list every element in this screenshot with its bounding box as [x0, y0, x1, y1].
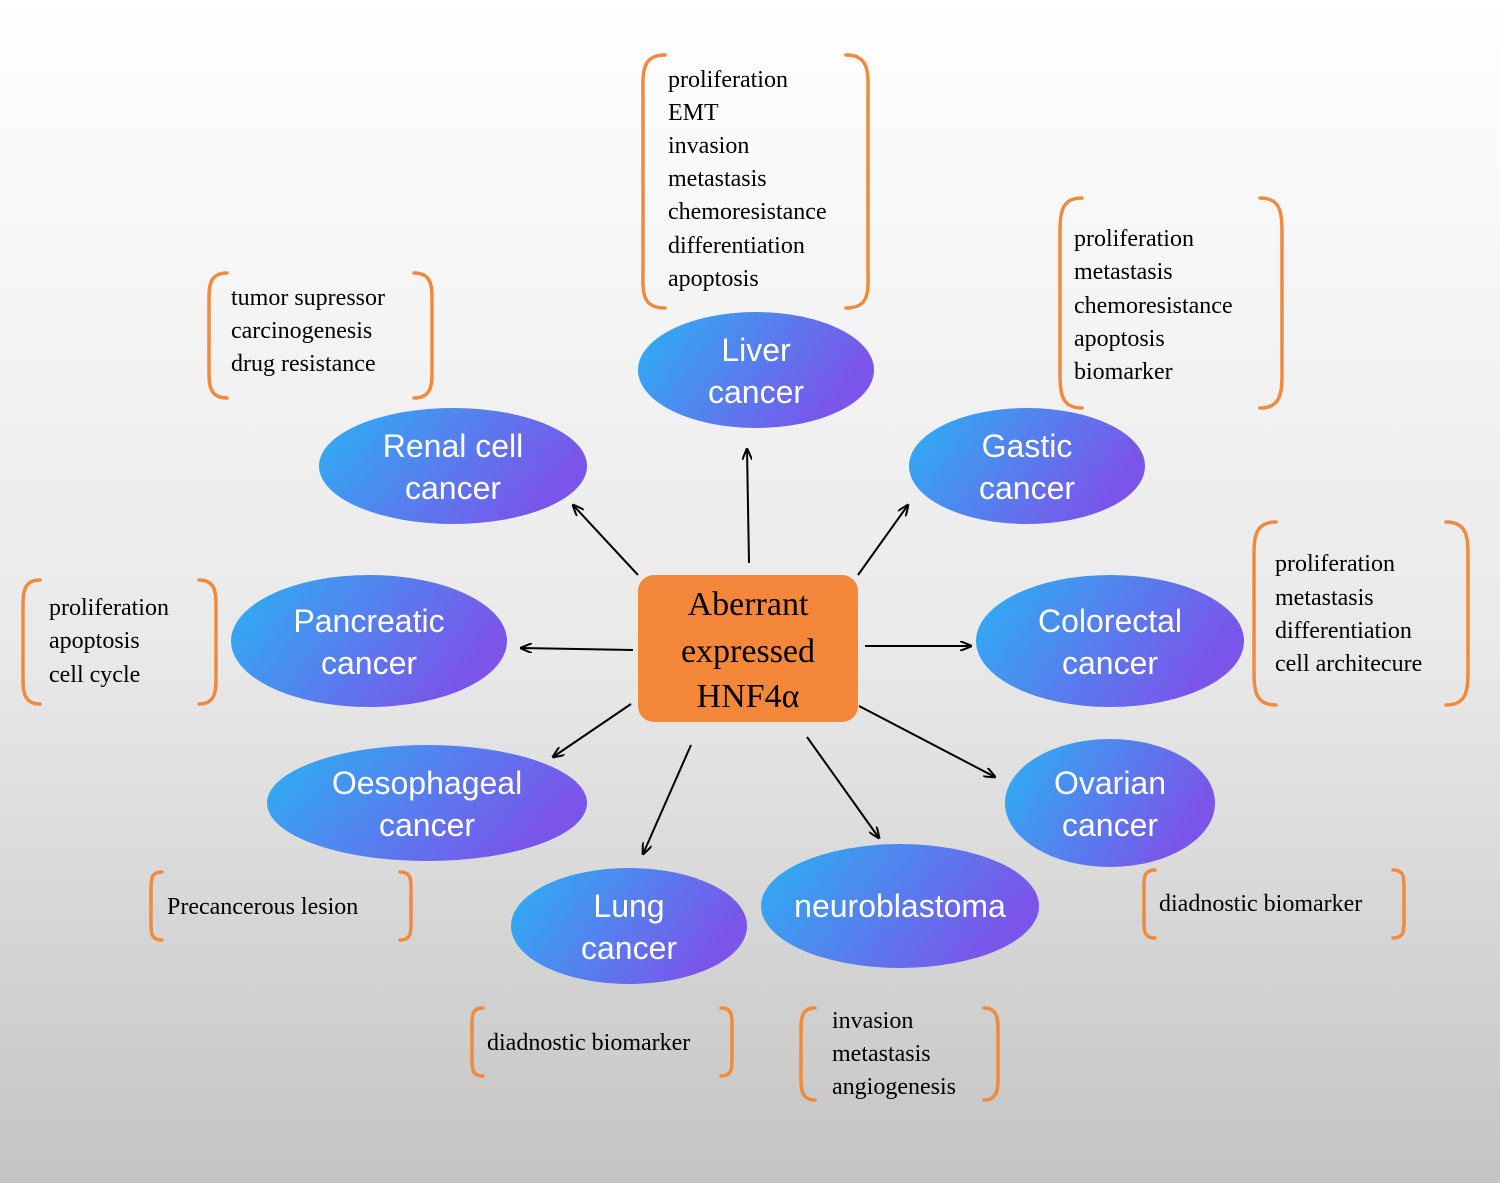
arrow-to-lung — [643, 744, 692, 854]
node-gastric-line-1: Gastic — [982, 428, 1073, 464]
box-renal-item-3: drug resistance — [231, 351, 376, 377]
box-colorectal-item-3: differentiation — [1275, 618, 1412, 644]
arrow-to-pancreatic — [521, 648, 634, 650]
node-liver: Liver cancer — [638, 312, 874, 428]
box-pancreatic-item-1: proliferation — [49, 595, 169, 621]
node-lung-line-1: Lung — [593, 888, 664, 924]
box-colorectal-item-2: metastasis — [1275, 585, 1374, 611]
node-ovarian-line-1: Ovarian — [1054, 765, 1166, 801]
box-gastric: proliferation metastasis chemoresistance… — [1058, 196, 1284, 410]
box-colorectal: proliferation metastasis differentiation… — [1252, 520, 1470, 707]
node-oesophageal-line-1: Oesophageal — [332, 765, 522, 801]
node-neuroblastoma: neuroblastoma — [761, 844, 1039, 968]
node-renal-line-1: Renal cell — [383, 428, 524, 464]
box-liver: proliferation EMT invasion metastasis ch… — [641, 53, 870, 310]
box-neuroblastoma: invasion metastasis angiogenesis — [799, 1006, 1000, 1102]
node-lung-line-2: cancer — [581, 930, 677, 966]
box-gastric-item-5: biomarker — [1074, 359, 1173, 385]
box-colorectal-item-1: proliferation — [1275, 551, 1395, 577]
box-liver-item-3: invasion — [668, 133, 749, 159]
center-line-2: expressed — [681, 633, 815, 670]
node-oesophageal-line-2: cancer — [379, 807, 475, 843]
node-ovarian: Ovarian cancer — [1005, 739, 1215, 867]
arrow-to-ovarian — [858, 705, 995, 777]
box-pancreatic-item-3: cell cycle — [49, 662, 140, 688]
node-pancreatic: Pancreatic cancer — [231, 575, 507, 707]
box-gastric-item-4: apoptosis — [1074, 326, 1165, 352]
arrow-to-renal — [573, 505, 639, 576]
node-renal: Renal cell cancer — [319, 408, 587, 524]
node-liver-line-1: Liver — [721, 332, 791, 368]
center-line-1: Aberrant — [688, 586, 809, 623]
box-renal: tumor supressor carcinogenesis drug resi… — [207, 271, 434, 400]
box-ovarian: diadnostic biomarker — [1142, 868, 1406, 940]
node-colorectal-line-1: Colorectal — [1038, 603, 1182, 639]
center-node: Aberrant expressed HNF4α — [638, 575, 858, 722]
node-colorectal-line-2: cancer — [1062, 645, 1158, 681]
node-ovarian-line-2: cancer — [1062, 807, 1158, 843]
box-liver-item-4: metastasis — [668, 166, 767, 192]
box-pancreatic: proliferation apoptosis cell cycle — [21, 578, 218, 706]
node-liver-line-2: cancer — [708, 374, 804, 410]
box-neuroblastoma-item-2: metastasis — [832, 1041, 931, 1067]
node-renal-line-2: cancer — [405, 470, 501, 506]
box-pancreatic-item-2: apoptosis — [49, 628, 140, 654]
node-pancreatic-line-1: Pancreatic — [293, 603, 444, 639]
box-renal-item-2: carcinogenesis — [231, 318, 372, 344]
box-liver-item-2: EMT — [668, 100, 719, 126]
node-neuroblastoma-line-1: neuroblastoma — [794, 888, 1006, 924]
box-colorectal-item-4: cell architecure — [1275, 651, 1422, 677]
box-liver-item-1: proliferation — [668, 67, 788, 93]
box-lung-item-1: diadnostic biomarker — [487, 1030, 690, 1056]
arrow-to-gastric — [857, 505, 908, 576]
cancer-nodes: Liver cancer Renal cell cancer Gastic ca… — [231, 312, 1244, 984]
box-liver-item-7: apoptosis — [668, 266, 759, 292]
center-line-3: HNF4α — [697, 678, 800, 715]
box-neuroblastoma-item-1: invasion — [832, 1008, 913, 1034]
box-renal-item-1: tumor supressor — [231, 285, 385, 311]
box-lung: diadnostic biomarker — [470, 1006, 734, 1078]
arrow-to-oesophageal — [553, 703, 632, 757]
node-gastric: Gastic cancer — [909, 408, 1145, 524]
node-gastric-line-2: cancer — [979, 470, 1075, 506]
annotation-boxes: proliferation EMT invasion metastasis ch… — [21, 53, 1470, 1102]
box-oesophageal: Precancerous lesion — [149, 870, 413, 942]
box-liver-item-6: differentiation — [668, 233, 805, 259]
node-lung: Lung cancer — [511, 868, 747, 984]
box-ovarian-item-1: diadnostic biomarker — [1159, 891, 1362, 917]
arrow-to-liver — [747, 449, 749, 564]
box-oesophageal-item-1: Precancerous lesion — [167, 894, 358, 920]
node-oesophageal: Oesophageal cancer — [267, 745, 587, 861]
box-gastric-item-1: proliferation — [1074, 226, 1194, 252]
box-gastric-item-2: metastasis — [1074, 259, 1173, 285]
box-liver-item-5: chemoresistance — [668, 199, 827, 225]
arrow-to-neuroblastoma — [806, 736, 879, 838]
node-pancreatic-line-2: cancer — [321, 645, 417, 681]
box-gastric-item-3: chemoresistance — [1074, 293, 1233, 319]
node-colorectal: Colorectal cancer — [976, 575, 1244, 707]
box-neuroblastoma-item-3: angiogenesis — [832, 1074, 956, 1100]
arrows — [521, 449, 995, 854]
